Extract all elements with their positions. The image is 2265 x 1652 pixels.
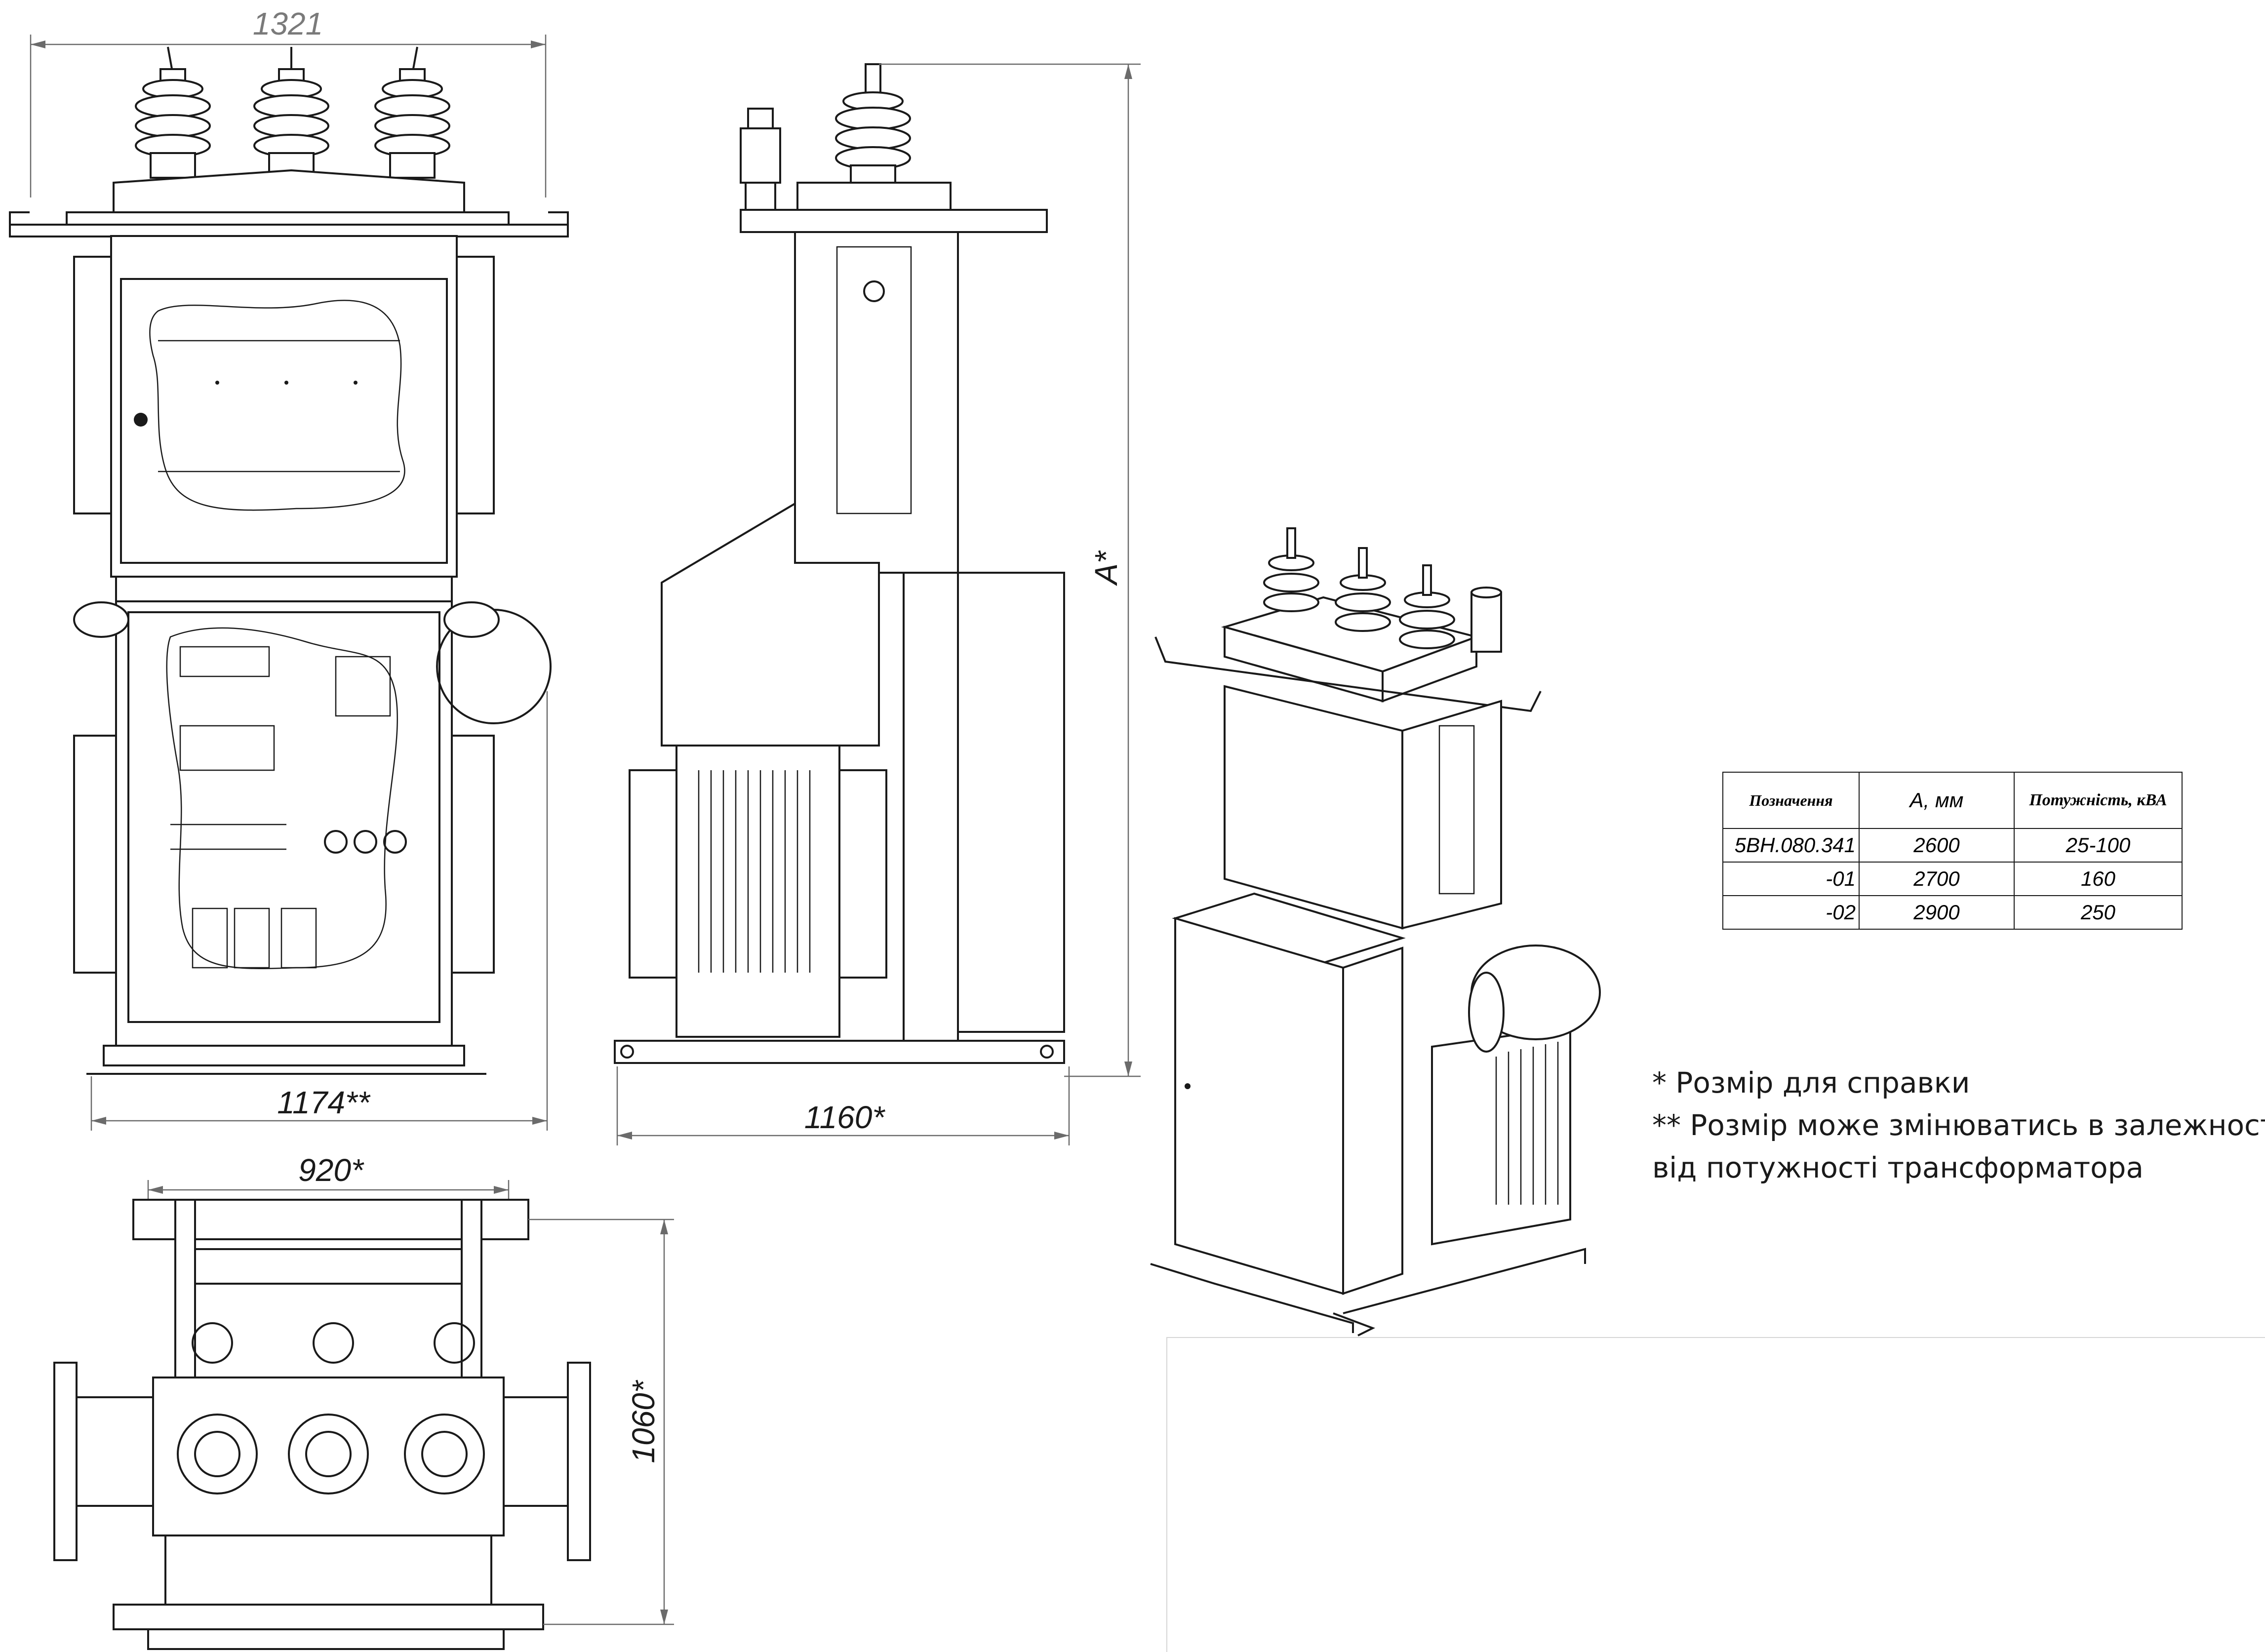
table-row: -01 2700 160 xyxy=(1722,862,2183,896)
roof-front xyxy=(113,169,465,213)
front-view: 1321 xyxy=(9,6,569,1131)
dim-label-1321: 1321 xyxy=(253,6,323,41)
note-reference: * Розмір для справки xyxy=(1652,1066,1970,1100)
dimension-1321: 1321 xyxy=(30,6,547,197)
dim-label-920: 920* xyxy=(298,1152,364,1188)
cell-power: 250 xyxy=(2014,895,2183,930)
plan-body xyxy=(152,1377,505,1536)
hv-bushings-front xyxy=(135,46,450,179)
plan-view: 920* 1060* xyxy=(53,1152,674,1650)
dimension-1174: 1174** xyxy=(90,691,548,1131)
dim-label-1174: 1174** xyxy=(277,1085,371,1120)
header-designation: Позначення xyxy=(1722,772,1860,829)
side-view: A* 1160* xyxy=(614,63,1141,1145)
cell-designation: 5ВН.080.341 xyxy=(1722,828,1860,863)
cell-designation: -02 xyxy=(1722,895,1860,930)
dimension-A: A* xyxy=(879,63,1141,1077)
cell-designation: -01 xyxy=(1722,862,1860,896)
dimension-1160: 1160* xyxy=(616,1066,1070,1145)
hv-cabinet-side xyxy=(794,231,959,574)
spec-table: Позначення А, мм Потужність, кВА 5ВН.080… xyxy=(1722,772,2183,930)
note-variable: ** Розмір може змінюватись в залежності xyxy=(1652,1108,2265,1142)
table-row: 5ВН.080.341 2600 25-100 xyxy=(1722,828,2183,863)
dimension-1060: 1060* xyxy=(528,1219,674,1625)
cell-power: 25-100 xyxy=(2014,828,2183,863)
cell-power: 160 xyxy=(2014,862,2183,896)
iso-lv-cabinet xyxy=(1174,917,1344,1295)
table-row: -02 2900 250 xyxy=(1722,895,2183,930)
cell-a-mm: 2900 xyxy=(1859,895,2015,930)
cell-a-mm: 2700 xyxy=(1859,862,2015,896)
header-a-mm: А, мм xyxy=(1859,772,2015,829)
note-variable-cont: від потужності трансформатора xyxy=(1652,1151,2144,1184)
blank-panel xyxy=(1166,1337,2265,1652)
dim-label-1060: 1060* xyxy=(626,1379,661,1463)
notes: * Розмір для справки ** Розмір може змін… xyxy=(1652,1062,2265,1189)
iso-hv-cabinet xyxy=(1224,685,1403,930)
plan-bushing-caps xyxy=(177,1414,485,1495)
header-power: Потужність, кВА xyxy=(2014,772,2183,829)
transformer-side xyxy=(676,745,840,1038)
isometric-view xyxy=(1150,527,1601,1337)
dim-label-1160: 1160* xyxy=(804,1100,886,1135)
spec-table-header: Позначення А, мм Потужність, кВА xyxy=(1722,772,2183,829)
dim-label-A: A* xyxy=(1088,550,1124,587)
cell-a-mm: 2600 xyxy=(1859,828,2015,863)
